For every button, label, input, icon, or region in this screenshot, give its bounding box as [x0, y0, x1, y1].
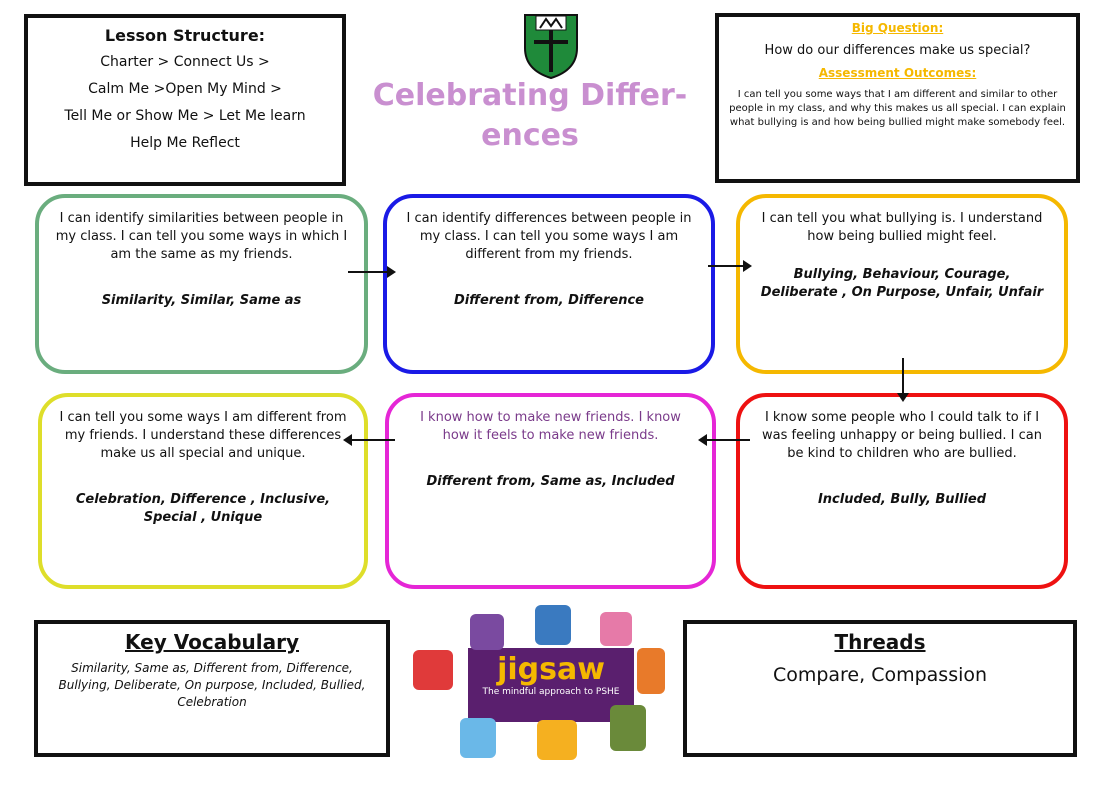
key-vocabulary-title: Key Vocabulary [125, 630, 299, 654]
arrow-left-icon [343, 434, 395, 446]
lesson-step: Tell Me or Show Me > Let Me learn [64, 108, 306, 124]
card-vocab: Bullying, Behaviour, Courage, Deliberate… [760, 267, 1044, 300]
card-vocab: Celebration, Difference , Inclusive, Spe… [75, 492, 331, 525]
card-text: I know how to make new friends. I know h… [420, 410, 681, 443]
threads-title: Threads [834, 630, 926, 654]
card-vocab: Different from, Same as, Included [426, 474, 675, 489]
assessment-outcomes-label: Assessment Outcomes: [818, 66, 977, 80]
lesson-structure-box: Lesson Structure: Charter > Connect Us >… [24, 14, 346, 186]
key-vocabulary-box: Key Vocabulary Similarity, Same as, Diff… [34, 620, 390, 757]
assessment-outcomes-text: I can tell you some ways that I am diffe… [729, 89, 1066, 128]
big-question-text: How do our differences make us special? [764, 43, 1031, 58]
arrow-right-icon [348, 266, 396, 278]
page-title: Celebrating Differ- ences [370, 76, 690, 156]
puzzle-character-icon [460, 718, 496, 758]
threads-box: Threads Compare, Compassion [683, 620, 1077, 757]
lesson-structure-title: Lesson Structure: [104, 26, 266, 45]
card-differences: I can identify differences between peopl… [383, 194, 715, 374]
school-crest-icon [524, 14, 578, 80]
puzzle-character-icon [637, 648, 665, 694]
card-text: I can tell you what bullying is. I under… [761, 211, 1043, 244]
card-friends: I know how to make new friends. I know h… [385, 393, 716, 589]
jigsaw-logo: jigsaw The mindful approach to PSHE [405, 600, 670, 775]
big-question-label: Big Question: [851, 21, 944, 35]
card-text: I can tell you some ways I am different … [59, 410, 347, 461]
puzzle-character-icon [413, 650, 453, 690]
puzzle-character-icon [537, 720, 577, 760]
card-bullying: I can tell you what bullying is. I under… [736, 194, 1068, 374]
big-question-box: Big Question: How do our differences mak… [715, 13, 1080, 183]
card-text: I can identify differences between peopl… [406, 211, 692, 262]
card-similarities: I can identify similarities between peop… [35, 194, 368, 374]
card-text: I can identify similarities between peop… [55, 211, 348, 262]
arrow-down-icon [897, 358, 909, 402]
puzzle-character-icon [610, 705, 646, 751]
jigsaw-tagline: The mindful approach to PSHE [482, 687, 620, 697]
puzzle-character-icon [535, 605, 571, 645]
jigsaw-brand: jigsaw [497, 652, 605, 687]
lesson-step: Charter > Connect Us > [100, 54, 270, 70]
arrow-left-icon [698, 434, 750, 446]
key-vocabulary-text: Similarity, Same as, Different from, Dif… [58, 661, 366, 709]
title-line: ences [481, 118, 579, 153]
lesson-step: Calm Me >Open My Mind > [88, 81, 282, 97]
puzzle-character-icon [600, 612, 632, 646]
card-vocab: Different from, Difference [453, 293, 644, 308]
arrow-right-icon [708, 260, 752, 272]
card-text: I know some people who I could talk to i… [761, 410, 1042, 461]
card-celebration: I can tell you some ways I am different … [38, 393, 368, 589]
card-vocab: Included, Bully, Bullied [817, 492, 987, 507]
lesson-step: Help Me Reflect [130, 135, 240, 151]
title-line: Celebrating Differ- [372, 78, 688, 113]
card-support: I know some people who I could talk to i… [736, 393, 1068, 589]
threads-text: Compare, Compassion [772, 664, 988, 686]
puzzle-character-icon [470, 614, 504, 650]
card-vocab: Similarity, Similar, Same as [101, 293, 302, 308]
